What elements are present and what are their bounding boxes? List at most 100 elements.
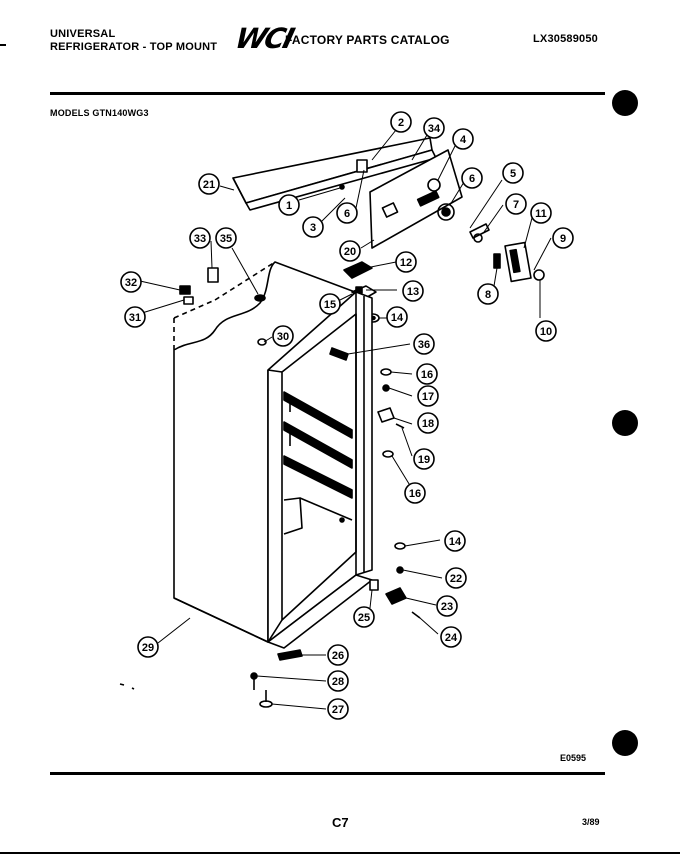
callout-number: 26 — [332, 650, 344, 662]
callout-number: 22 — [450, 573, 462, 585]
callout-6: 6 — [461, 167, 483, 189]
callout-number: 28 — [332, 676, 344, 688]
brand-line-1: UNIVERSAL — [50, 28, 116, 40]
callout-circle — [502, 162, 524, 184]
callout-circle — [272, 325, 294, 347]
callout-number: 20 — [344, 246, 356, 258]
callout-32: 32 — [120, 271, 142, 293]
callout-7: 7 — [505, 193, 527, 215]
callout-number: 2 — [398, 117, 404, 129]
callout-number: 21 — [203, 179, 215, 191]
callout-30: 30 — [272, 325, 294, 347]
callout-17: 17 — [417, 385, 439, 407]
edge-mark — [0, 44, 6, 46]
callout-number: 6 — [469, 173, 475, 185]
callout-circle — [423, 117, 445, 139]
brand-line-2: REFRIGERATOR - TOP MOUNT — [50, 41, 218, 53]
callout-16: 16 — [404, 482, 426, 504]
callout-24: 24 — [440, 626, 462, 648]
callout-number: 16 — [409, 488, 421, 500]
callout-circle — [477, 283, 499, 305]
punch-hole-middle — [612, 410, 638, 436]
callout-number: 30 — [277, 331, 289, 343]
callout-number: 34 — [428, 123, 441, 135]
callout-number: 14 — [391, 312, 404, 324]
callout-number: 14 — [449, 536, 462, 548]
callout-circle — [461, 167, 483, 189]
callout-circle — [390, 111, 412, 133]
catalog-title: FACTORY PARTS CATALOG — [285, 33, 450, 47]
callout-4: 4 — [452, 128, 474, 150]
callout-18: 18 — [417, 412, 439, 434]
header-rule — [50, 92, 605, 95]
callout-3: 3 — [302, 216, 324, 238]
callout-number: 12 — [400, 257, 412, 269]
callout-circle — [215, 227, 237, 249]
callout-1: 1 — [278, 194, 300, 216]
document-number: LX30589050 — [533, 33, 598, 45]
callout-circle — [416, 363, 438, 385]
callout-number: 9 — [560, 233, 566, 245]
callout-circle — [445, 567, 467, 589]
callout-23: 23 — [436, 595, 458, 617]
callout-35: 35 — [215, 227, 237, 249]
figure-code: E0595 — [560, 753, 587, 763]
callout-circle — [327, 698, 349, 720]
callout-number: 5 — [510, 168, 516, 180]
callout-circle — [413, 448, 435, 470]
leader-lines — [139, 129, 552, 710]
callout-number: 35 — [220, 233, 232, 245]
control-panel — [369, 149, 463, 249]
callout-number: 17 — [422, 391, 434, 403]
callout-circle — [137, 636, 159, 658]
callout-circle — [404, 482, 426, 504]
callout-26: 26 — [327, 644, 349, 666]
callout-20: 20 — [339, 240, 361, 262]
callout-circle — [530, 202, 552, 224]
callout-6: 6 — [336, 202, 358, 224]
callout-15: 15 — [319, 293, 341, 315]
callout-circle — [552, 227, 574, 249]
callout-circle — [417, 412, 439, 434]
callout-number: 13 — [407, 286, 419, 298]
callout-22: 22 — [445, 567, 467, 589]
callout-number: 6 — [344, 208, 350, 220]
callout-36: 36 — [413, 333, 435, 355]
callout-number: 3 — [310, 222, 316, 234]
callout-circle — [386, 306, 408, 328]
callout-14: 14 — [444, 530, 466, 552]
page-number: C7 — [332, 815, 349, 830]
callout-circle — [395, 251, 417, 273]
callout-number: 33 — [194, 233, 206, 245]
callout-number: 10 — [540, 326, 552, 338]
callout-circle — [120, 271, 142, 293]
callout-number: 1 — [286, 200, 292, 212]
cabinet-body — [173, 261, 373, 649]
punch-hole-top — [612, 90, 638, 116]
callout-8: 8 — [477, 283, 499, 305]
callout-number: 19 — [418, 454, 430, 466]
callout-number: 36 — [418, 339, 430, 351]
footer-rule — [50, 772, 605, 775]
punch-hole-bottom — [612, 730, 638, 756]
callout-number: 27 — [332, 704, 344, 716]
callout-circle — [327, 670, 349, 692]
callout-33: 33 — [189, 227, 211, 249]
callout-circle — [353, 606, 375, 628]
callout-circle — [189, 227, 211, 249]
callout-number: 8 — [485, 289, 491, 301]
callout-number: 11 — [535, 208, 547, 220]
callout-16: 16 — [416, 363, 438, 385]
callout-5: 5 — [502, 162, 524, 184]
callout-27: 27 — [327, 698, 349, 720]
callout-21: 21 — [198, 173, 220, 195]
callout-circle — [402, 280, 424, 302]
callout-13: 13 — [402, 280, 424, 302]
callout-25: 25 — [353, 606, 375, 628]
callout-circle — [413, 333, 435, 355]
light-switch-assembly — [493, 241, 545, 283]
print-date: 3/89 — [582, 817, 600, 827]
callout-number: 18 — [422, 418, 434, 430]
bottom-edge-rule — [0, 852, 680, 854]
